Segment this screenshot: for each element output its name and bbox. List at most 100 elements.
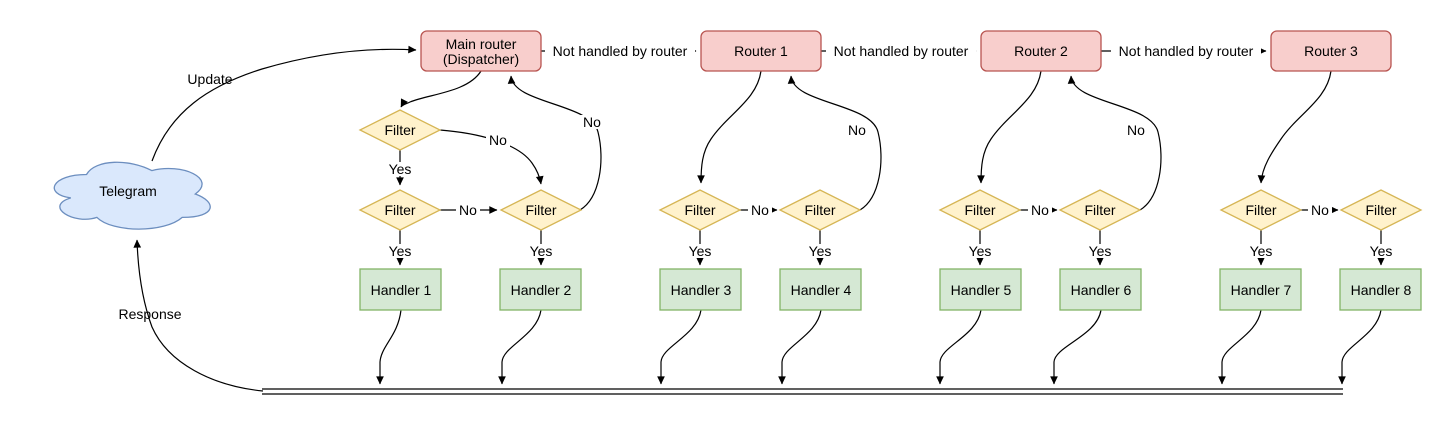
edge-handler3-to-bus (657, 309, 702, 385)
yes-label: Yes (389, 243, 412, 259)
filter-label: Filter (804, 202, 835, 218)
label-bg (685, 244, 715, 258)
label-bg (456, 203, 480, 217)
label-bg (1028, 203, 1052, 217)
label-bg (1111, 43, 1261, 59)
node-main-router (420, 30, 542, 72)
label-bg (385, 244, 415, 258)
edge-handler4-to-bus (778, 309, 822, 385)
node-handler-4 (779, 268, 862, 311)
handler-7-label: Handler 7 (1231, 282, 1292, 298)
label-bg (1124, 123, 1148, 137)
edge-handler1-to-bus (376, 309, 402, 385)
router-1-label: Router 1 (734, 43, 788, 59)
filter-label: Filter (1245, 202, 1276, 218)
edge-handler6-to-bus (1050, 309, 1102, 385)
filter-label: Filter (964, 202, 995, 218)
edge-update (151, 45, 417, 162)
edge-filter-r2b-return-no (1067, 75, 1162, 211)
yes-label: Yes (1250, 243, 1273, 259)
handler-1-label: Handler 1 (371, 282, 432, 298)
main-router-sublabel: (Dispatcher) (443, 51, 519, 67)
edge-router1-to-filter (697, 70, 762, 184)
label-bg (845, 123, 869, 137)
edge-filter-r1b-return-no (787, 75, 882, 211)
telegram-cloud (53, 161, 211, 230)
label-backgrounds (385, 43, 1396, 258)
no-label: No (1127, 122, 1145, 138)
edge-handler7-to-bus (1218, 309, 1262, 385)
no-label: No (1031, 202, 1049, 218)
node-filter-r2b (1058, 189, 1142, 231)
no-label: No (751, 202, 769, 218)
edge-handler5-to-bus (936, 309, 982, 385)
node-handler-2 (499, 268, 582, 311)
yes-label: Yes (530, 243, 553, 259)
router-3-label: Router 3 (1304, 43, 1358, 59)
node-router-1 (700, 30, 822, 72)
no-label: No (489, 132, 507, 148)
label-bg (580, 115, 604, 129)
no-label: No (583, 114, 601, 130)
label-bg (1308, 203, 1332, 217)
edges (133, 45, 1385, 395)
no-label: No (459, 202, 477, 218)
node-handler-8 (1339, 268, 1422, 311)
node-handler-3 (659, 268, 742, 311)
edge-handler8-to-bus (1338, 309, 1382, 385)
node-filter-r3b (1339, 189, 1423, 231)
node-handler-7 (1219, 268, 1302, 311)
yes-label: Yes (1089, 243, 1112, 259)
edge-filter-m3-return-no (507, 75, 602, 211)
label-bg (965, 244, 995, 258)
node-router-3 (1270, 30, 1392, 72)
handler-nodes (359, 268, 1422, 311)
filter-label: Filter (1084, 202, 1115, 218)
telegram-label: Telegram (99, 183, 157, 199)
edge-dispatcher-to-filter (400, 70, 482, 108)
label-bg (486, 133, 510, 147)
yes-label: Yes (969, 243, 992, 259)
router-2-label: Router 2 (1014, 43, 1068, 59)
handler-3-label: Handler 3 (671, 282, 732, 298)
filter-label: Filter (384, 202, 415, 218)
main-router-label: Main router (446, 36, 517, 52)
yes-label: Yes (1370, 243, 1393, 259)
label-bg (1366, 244, 1396, 258)
handler-2-label: Handler 2 (511, 282, 572, 298)
update-edge-label: Update (187, 71, 232, 87)
node-filter-r1a (658, 189, 742, 231)
node-filter-m2 (358, 189, 442, 231)
not-handled-label-2: Not handled by router (834, 43, 969, 59)
router-nodes (420, 30, 1392, 72)
edge-handler2-to-bus (498, 309, 542, 385)
filter-label: Filter (384, 122, 415, 138)
node-filter-m1 (358, 109, 442, 151)
yes-label: Yes (689, 243, 712, 259)
filter-label: Filter (684, 202, 715, 218)
node-filter-r1b (778, 189, 862, 231)
labels: Telegram Update Response Not handled by … (99, 36, 1411, 322)
no-label: No (1311, 202, 1329, 218)
label-bg (1085, 244, 1115, 258)
node-handler-6 (1059, 268, 1142, 311)
filter-nodes (358, 109, 1423, 231)
handler-5-label: Handler 5 (951, 282, 1012, 298)
node-filter-r2a (938, 189, 1022, 231)
node-filter-m3 (499, 189, 583, 231)
label-bg (545, 43, 695, 59)
label-bg (805, 244, 835, 258)
label-bg (748, 203, 772, 217)
yes-label: Yes (809, 243, 832, 259)
no-label: No (848, 122, 866, 138)
node-handler-1 (359, 268, 442, 311)
node-filter-r3a (1219, 189, 1303, 231)
edge-router2-to-filter (977, 70, 1042, 184)
not-handled-label-1: Not handled by router (553, 43, 688, 59)
handler-4-label: Handler 4 (791, 282, 852, 298)
handler-8-label: Handler 8 (1351, 282, 1412, 298)
filter-label: Filter (525, 202, 556, 218)
handler-6-label: Handler 6 (1071, 282, 1132, 298)
